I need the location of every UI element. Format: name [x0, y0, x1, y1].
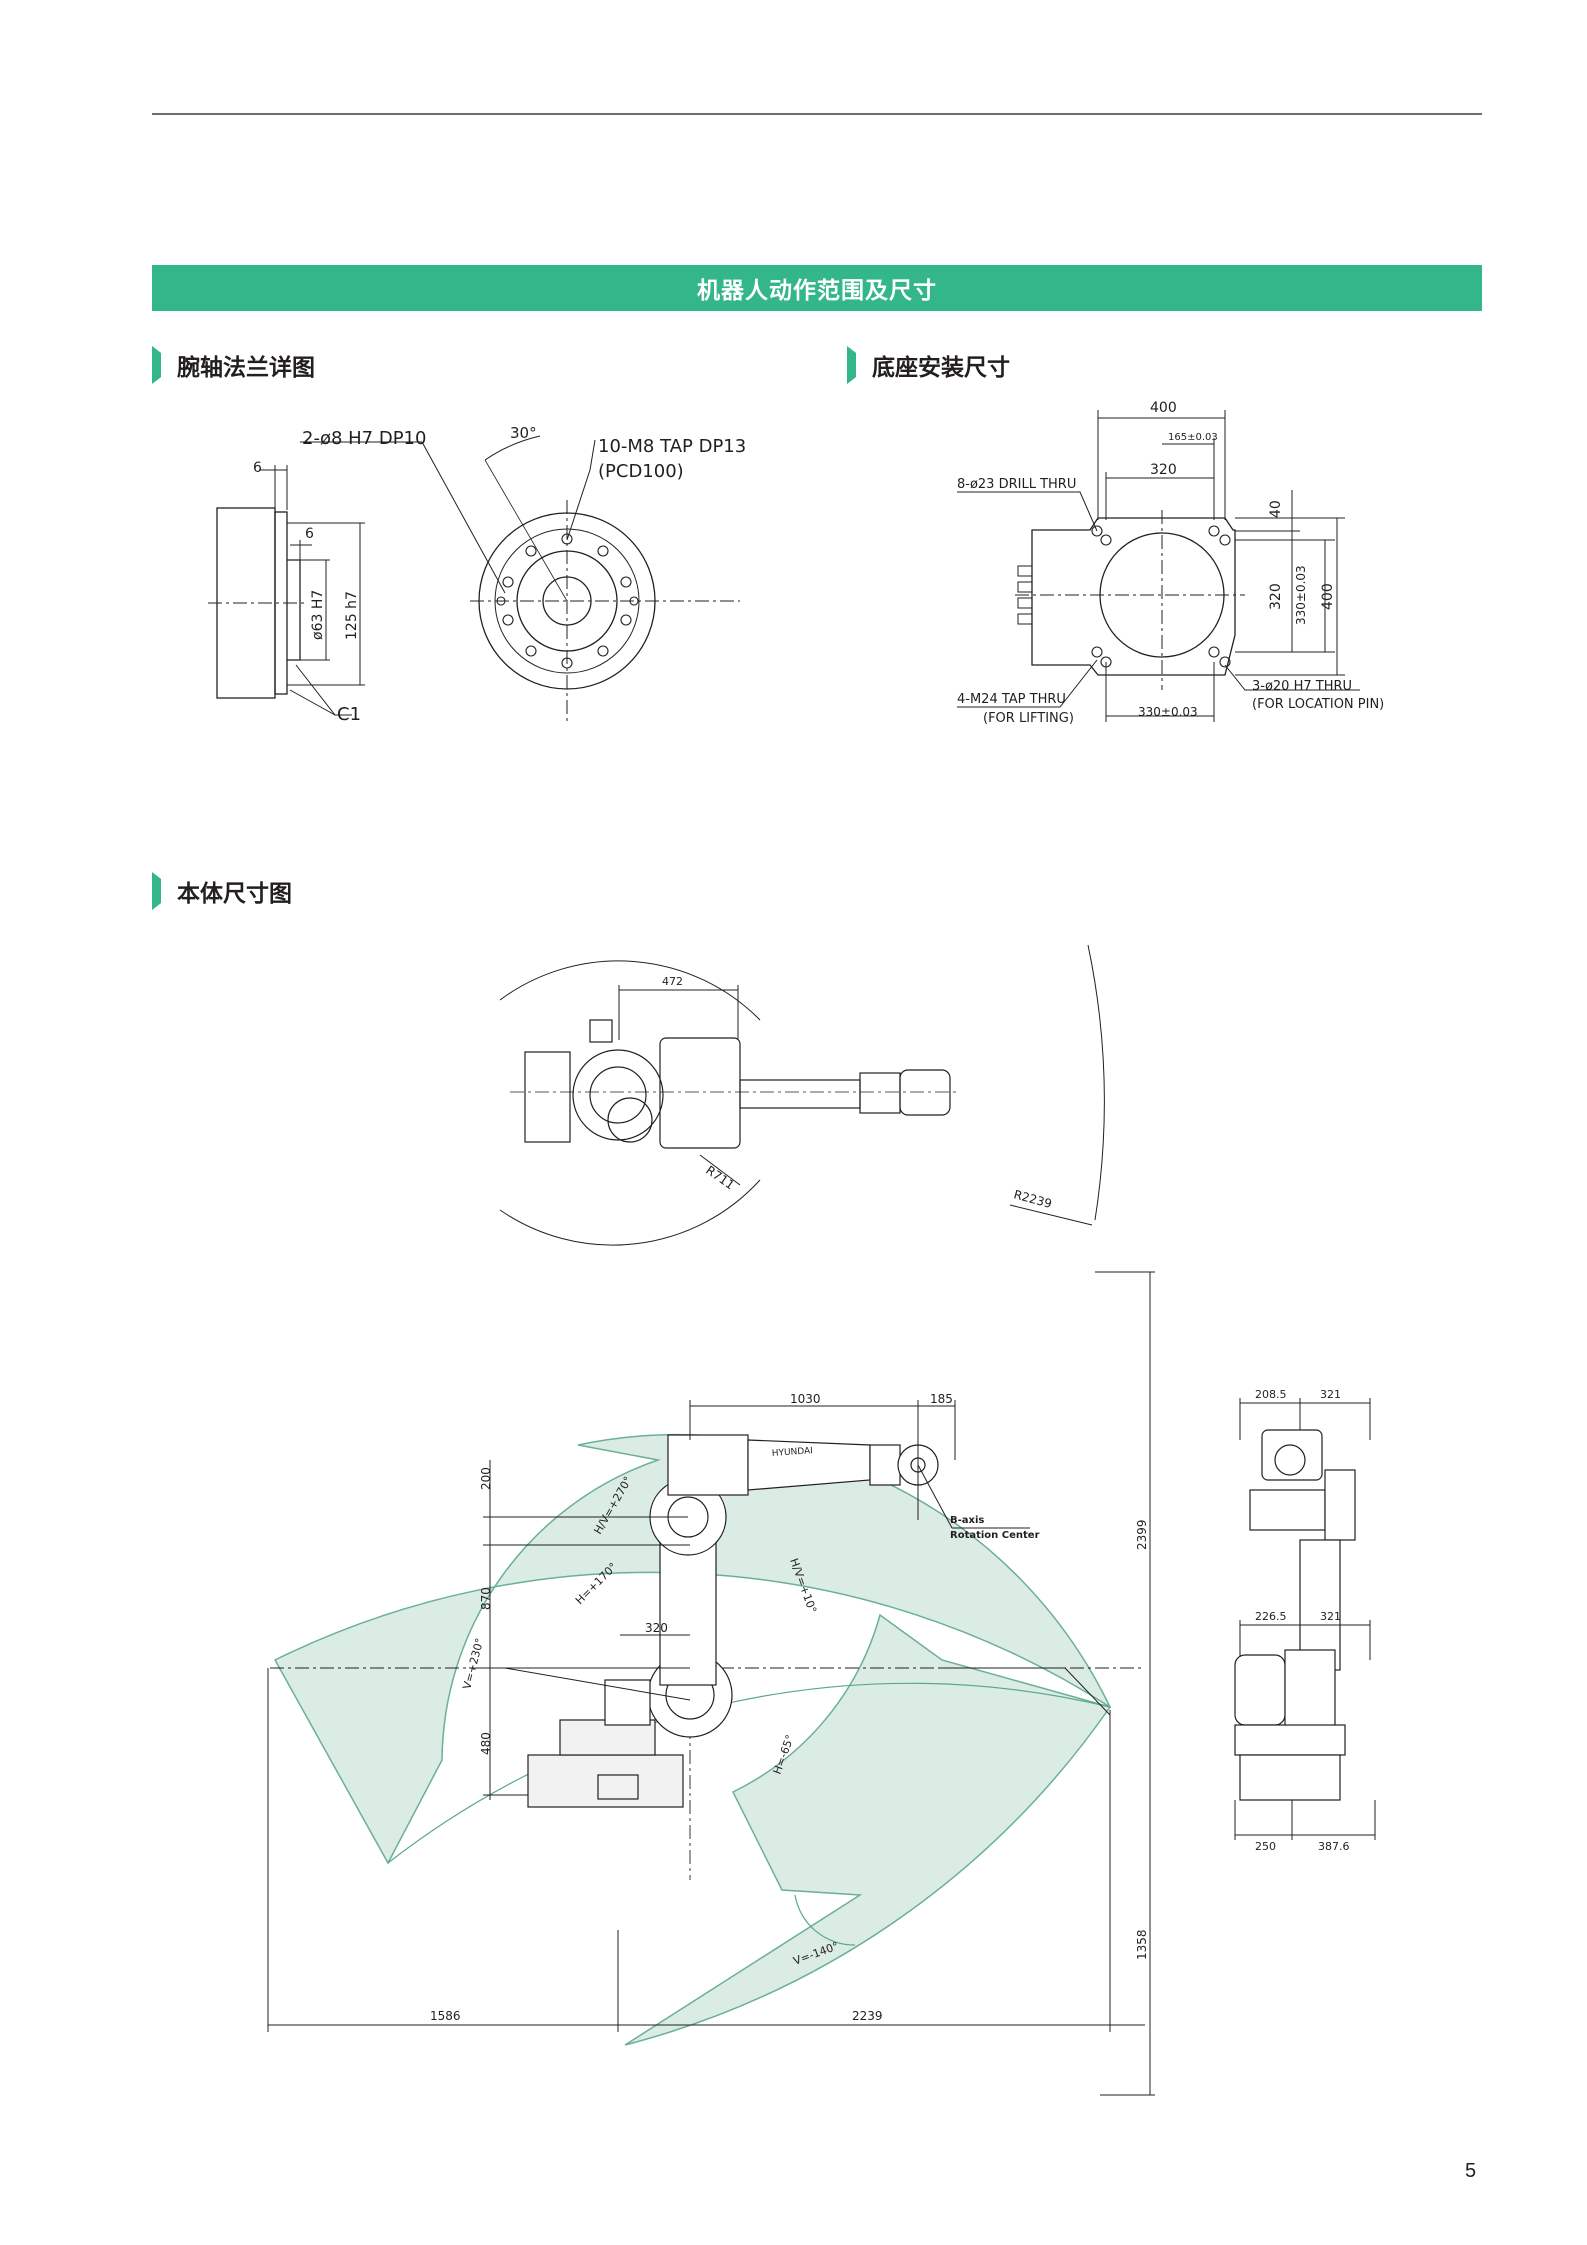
- top-r711: R711: [703, 1163, 737, 1192]
- side-1586: 1586: [430, 2009, 461, 2023]
- section-marker-icon: [847, 346, 856, 384]
- section-title: 腕轴法兰详图: [177, 355, 315, 381]
- base-w400: 400: [1150, 400, 1177, 416]
- top-wrist: [899, 1069, 951, 1116]
- side-2239: 2239: [852, 2009, 883, 2023]
- base-w330: 330±0.03: [1138, 705, 1198, 719]
- banner-title: 机器人动作范围及尺寸: [697, 278, 937, 304]
- wrist-dia125-label: 125 h7: [344, 591, 360, 640]
- base-h320: 320: [1268, 583, 1284, 610]
- side-320: 320: [645, 1621, 668, 1635]
- wrist-angle-label: 30°: [510, 424, 537, 442]
- base-connectors: [1017, 565, 1033, 625]
- section-title: 本体尺寸图: [177, 881, 292, 907]
- right-321b: 321: [1320, 1610, 1341, 1623]
- section-title: 底座安装尺寸: [872, 355, 1010, 381]
- wrist-dia63-label: ø63 H7: [310, 590, 326, 640]
- right-321a: 321: [1320, 1388, 1341, 1401]
- side-200: 200: [479, 1467, 493, 1490]
- page-number: 5: [1465, 2160, 1477, 2182]
- wrist-pcd-label: (PCD100): [598, 461, 684, 482]
- brand-label: HYUNDAI: [772, 1446, 814, 1459]
- top-motors: [659, 1037, 741, 1149]
- base-pin-note: (FOR LOCATION PIN): [1252, 697, 1384, 712]
- base-lift-label: 4-M24 TAP THRU: [957, 692, 1066, 707]
- wrist-flange-drawing: [208, 435, 740, 725]
- robot-side-view: [267, 1271, 1155, 2096]
- side-lower-arm: [659, 1534, 717, 1686]
- right-226: 226.5: [1255, 1610, 1287, 1623]
- side-1358: 1358: [1135, 1929, 1149, 1960]
- r2239-arc: [1087, 944, 1105, 1221]
- flange-tap-holes: [496, 533, 639, 669]
- wrist-tap-label: 10-M8 TAP DP13: [598, 436, 746, 457]
- rotation-center-label: Rotation Center: [950, 1530, 1040, 1541]
- top-base: [524, 1051, 571, 1143]
- flange-side-spigot: [287, 559, 301, 661]
- side-base: [527, 1754, 684, 1808]
- top-arm: [739, 1079, 861, 1109]
- wrist-dim-6b: 6: [305, 526, 314, 542]
- robot-right-view: [1234, 1398, 1376, 1840]
- base-pin-label: 3-ø20 H7 THRU: [1252, 679, 1352, 694]
- side-185: 185: [930, 1392, 953, 1406]
- base-lift-note: (FOR LIFTING): [983, 711, 1074, 726]
- page-banner: 机器人动作范围及尺寸: [152, 265, 1482, 311]
- section-heading-body: 本体尺寸图: [152, 872, 292, 910]
- right-208: 208.5: [1255, 1388, 1287, 1401]
- section-marker-icon: [152, 872, 161, 910]
- side-480: 480: [479, 1732, 493, 1755]
- robot-top-view: [499, 944, 1105, 1246]
- section-marker-icon: [152, 346, 161, 384]
- right-387: 387.6: [1318, 1840, 1350, 1853]
- side-870: 870: [479, 1587, 493, 1610]
- section-heading-wrist: 腕轴法兰详图: [152, 346, 315, 384]
- base-w165: 165±0.03: [1168, 432, 1218, 443]
- base-holes: [1091, 525, 1231, 668]
- right-250: 250: [1255, 1840, 1276, 1853]
- top-472: 472: [662, 975, 683, 988]
- base-mount-drawing: [957, 410, 1360, 722]
- side-2399: 2399: [1135, 1519, 1149, 1550]
- side-1030: 1030: [790, 1392, 821, 1406]
- baxis-label: B-axis: [950, 1515, 984, 1526]
- r711-arc: [499, 960, 761, 1021]
- wrist-dim-6a: 6: [253, 460, 262, 476]
- base-outline: [1031, 517, 1236, 676]
- base-w320: 320: [1150, 462, 1177, 478]
- base-h330: 330±0.03: [1294, 565, 1308, 625]
- base-h40: 40: [1268, 500, 1284, 518]
- base-drill-label: 8-ø23 DRILL THRU: [957, 477, 1076, 492]
- section-heading-base: 底座安装尺寸: [847, 346, 1010, 384]
- base-h400: 400: [1320, 583, 1336, 610]
- header-rule: [152, 113, 1482, 115]
- wrist-pin-holes-label: 2-ø8 H7 DP10: [302, 428, 426, 449]
- wrist-chamfer-label: C1: [337, 704, 361, 725]
